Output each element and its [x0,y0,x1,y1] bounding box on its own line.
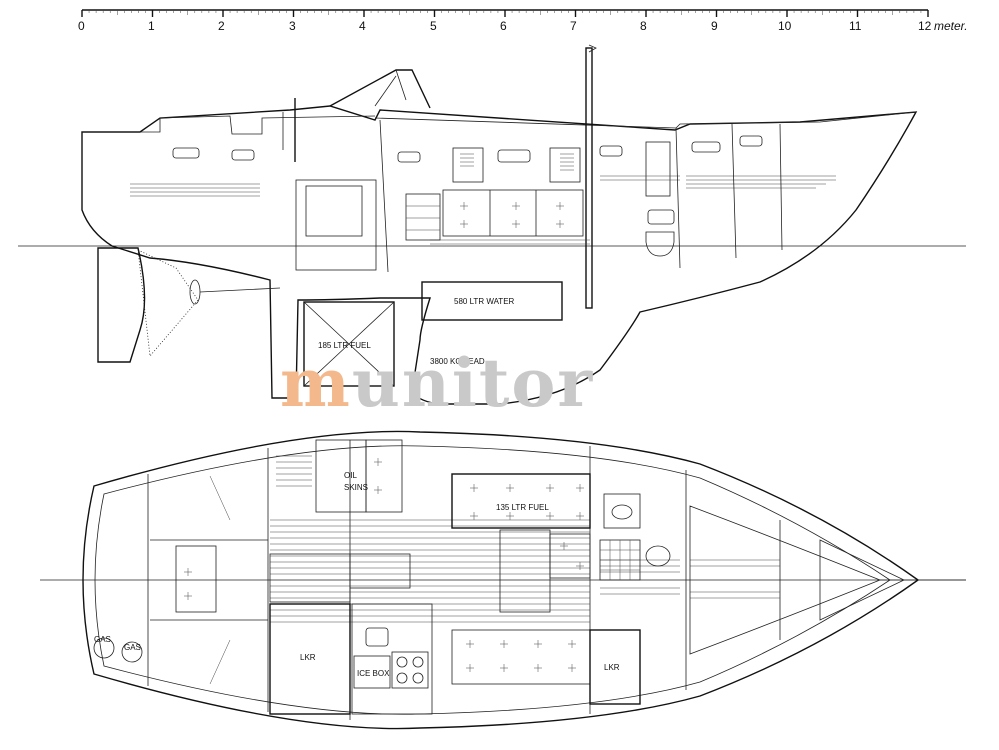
mast [585,47,593,309]
fuel-tank-plan-label: 135 LTR FUEL [496,503,549,512]
propeller [189,279,201,305]
tick-3: 3 [289,19,296,33]
cabin-sole [270,519,780,623]
sink [365,627,389,647]
oilskins-label-2: SKINS [344,483,368,492]
hull-profile [81,105,918,405]
tick-6: 6 [500,19,507,33]
oilskins-label-1: OIL [344,471,357,480]
watermark-first-letter: m [280,344,352,422]
toilet-plan [645,545,671,567]
portlight [739,135,763,147]
locker-left-label: LKR [300,653,316,662]
scale-unit: meter. [934,19,968,33]
icebox [353,655,391,689]
portlight [497,149,531,163]
berth-hatch [130,175,836,245]
watermark: munitor [280,344,594,422]
stove [391,651,429,689]
tick-4: 4 [359,19,366,33]
sprayhood [329,69,431,109]
tick-9: 9 [711,19,718,33]
svg-text:munitor: munitor [280,344,594,422]
tick-10: 10 [778,19,792,33]
tick-1: 1 [148,19,155,33]
tick-2: 2 [218,19,225,33]
locker-right [589,629,641,705]
scale-bar: 0 1 2 3 4 5 6 7 8 9 10 11 12 meter. [78,9,968,33]
watermark-rest: unitor [352,344,594,422]
tick-12: 12 [918,19,932,33]
portlight [691,141,721,153]
hull-plan [82,430,920,730]
tick-0: 0 [78,19,85,33]
portlight [231,149,255,161]
fuel-tank-profile-label: 185 LTR FUEL [318,341,371,350]
skeg [137,249,199,357]
profile-view: 580 LTR WATER 185 LTR FUEL 3800 KG LEAD [18,44,966,405]
plan-view: 135 LTR FUEL OIL SKINS LKR ICE BOX [40,430,966,730]
tick-11: 11 [849,19,862,33]
gas-bottle-1 [93,637,115,659]
lead-keel-label: 3800 KG LEAD [430,357,485,366]
gas-label-2: GAS [124,643,141,652]
settee [451,629,591,685]
gas-bottle-2 [121,641,143,663]
galley [351,603,433,715]
rudder [97,247,146,363]
portlight [599,145,623,157]
portlight [172,147,200,159]
heads-basin [603,493,641,529]
gas-label-1: GAS [94,635,111,644]
fuel-tank-profile [303,301,395,387]
tick-5: 5 [430,19,437,33]
portlight [397,151,421,163]
locker-left [269,603,351,715]
tick-8: 8 [640,19,647,33]
water-tank [421,281,563,321]
icebox-label: ICE BOX [357,669,390,678]
toilet [645,231,675,257]
tick-7: 7 [570,19,577,33]
locker-right-label: LKR [604,663,620,672]
saloon-table [499,529,551,613]
water-tank-label: 580 LTR WATER [454,297,515,306]
v-berth [689,505,882,655]
fuel-tank-plan [451,473,591,529]
